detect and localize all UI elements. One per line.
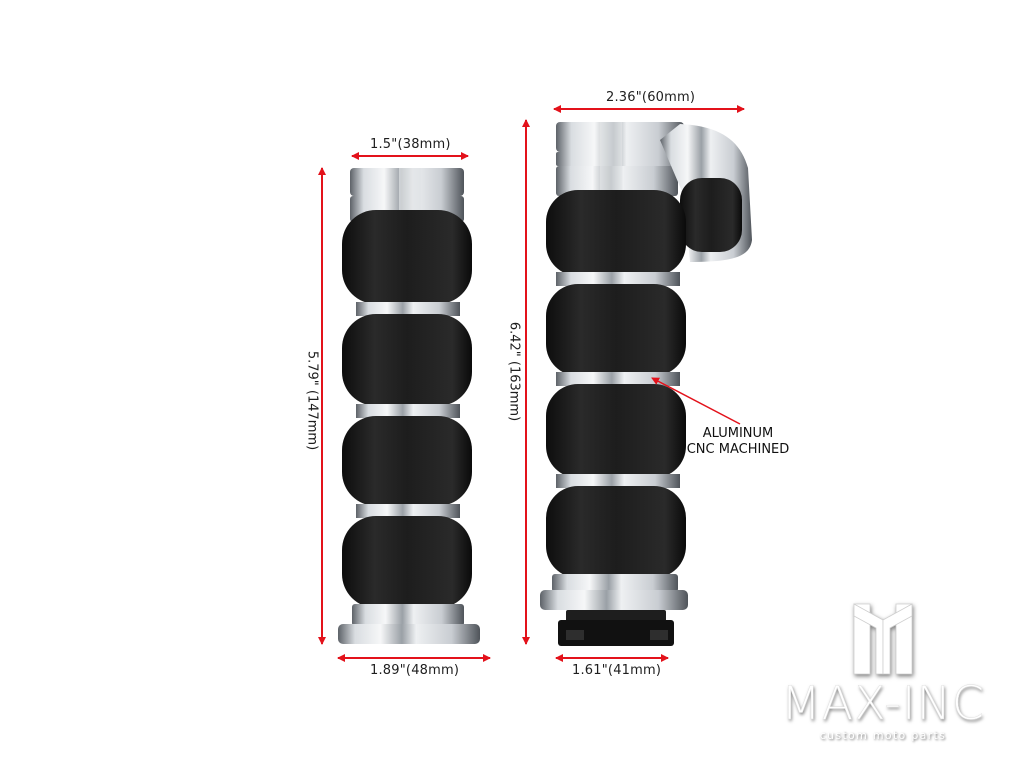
brand-tagline: custom moto parts — [819, 729, 947, 742]
left-length-label: 5.79" (147mm) — [304, 350, 320, 451]
callout-leader-line — [651, 377, 741, 425]
right-bottom-width-label: 1.61"(41mm) — [572, 663, 662, 678]
right-grip-image — [540, 122, 752, 646]
left-bottom-width-label: 1.89"(48mm) — [370, 663, 460, 678]
right-top-width-label: 2.36"(60mm) — [606, 90, 696, 105]
callout-line-1: ALUMINUM — [702, 426, 774, 441]
left-grip-image — [338, 168, 480, 644]
callout-line-2: CNC MACHINED — [686, 442, 790, 457]
brand-logo-text: MAX-INC — [780, 676, 986, 730]
left-top-width-label: 1.5"(38mm) — [370, 137, 451, 152]
material-callout: ALUMINUM CNC MACHINED — [676, 426, 800, 458]
right-length-label: 6.42" (163mm) — [506, 321, 522, 422]
max-inc-m-monogram-icon — [853, 603, 913, 675]
